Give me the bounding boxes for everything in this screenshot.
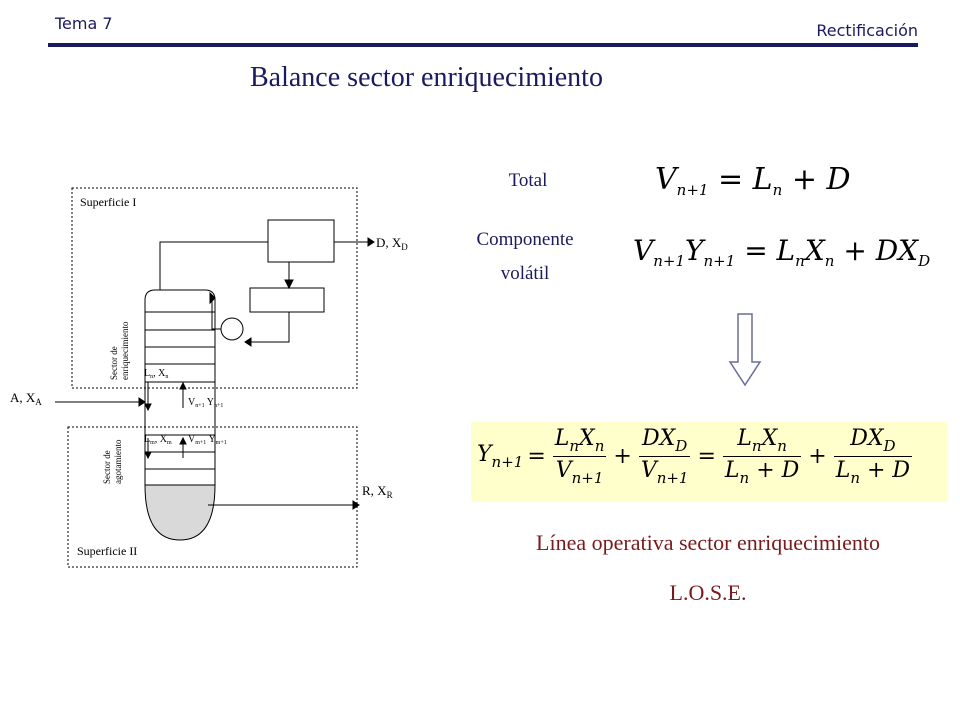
yn1-label: Y (207, 397, 214, 408)
vn1-label: V (188, 397, 196, 408)
svg-text:R, XR: R, XR (362, 483, 393, 500)
xm-label: X (160, 434, 168, 445)
vm1-label: V (188, 434, 196, 445)
svg-text:D, XD: D, XD (376, 235, 408, 252)
operating-line-equation-box (471, 422, 947, 502)
down-arrow-icon (728, 313, 762, 387)
condenser-box (267, 219, 335, 263)
svg-text:Superficie II: Superficie II (77, 544, 137, 558)
surface-ii-box (67, 426, 358, 568)
svg-text:Vm+1 Ym+1: Vm+1 Ym+1 (188, 434, 227, 446)
residue-sub: R (387, 490, 393, 500)
header-subject: Rectificación (816, 21, 918, 40)
ym1-label: Y (208, 434, 215, 445)
component-balance-equation: Vn+1Yn+1 = LnXn + DXD (633, 234, 931, 270)
column-shell (144, 289, 216, 485)
sector-deplete-label-2: agotamiento (113, 439, 123, 484)
feed-label: A, X (10, 390, 36, 405)
accumulator-box (249, 287, 325, 313)
component-label-1: Componente (476, 229, 574, 250)
distillate-label: D, X (376, 235, 402, 250)
sector-deplete-label-1: Sector de (102, 450, 112, 484)
surface-i-label: Superficie I (80, 195, 136, 209)
sector-enrich-label-1: Sector de (109, 346, 119, 380)
residue-label: R, X (362, 483, 387, 498)
header-topic: Tema 7 (55, 14, 113, 33)
reflux-pump (220, 317, 244, 341)
sector-enrich-label-2: enriquecimiento (120, 321, 130, 380)
ln-label: L (144, 368, 150, 379)
lm-label: L (144, 434, 150, 445)
component-label-2: volátil (500, 263, 550, 284)
xn-label: X (158, 368, 166, 379)
feed-sub: A (35, 397, 42, 407)
svg-text:Ln, Xn: Ln, Xn (144, 368, 168, 380)
total-label: Total (508, 170, 548, 191)
operating-line-abbrev: L.O.S.E. (669, 580, 747, 605)
header-rule (48, 43, 918, 47)
surface-ii-label: Superficie II (77, 544, 137, 558)
svg-text:Superficie I: Superficie I (80, 195, 136, 209)
reboiler-bottom (144, 484, 216, 541)
distillate-sub: D (401, 242, 408, 252)
svg-text:A, XA: A, XA (10, 390, 42, 407)
total-balance-equation: Vn+1 = Ln + D (655, 162, 851, 199)
surface-i-box (71, 187, 358, 389)
operating-line-name: Línea operativa sector enriquecimiento (536, 530, 880, 555)
svg-text:Vn+1 Yn+1: Vn+1 Yn+1 (188, 397, 223, 409)
svg-text:Lm, Xm: Lm, Xm (144, 434, 172, 446)
page-title: Balance sector enriquecimiento (250, 62, 603, 93)
